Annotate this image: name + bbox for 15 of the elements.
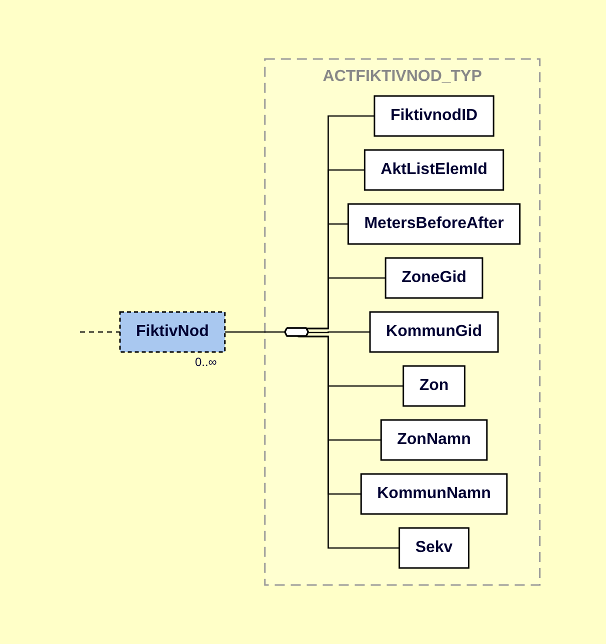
node-box: KommunNamn — [360, 473, 508, 515]
node-box: FiktivNod — [119, 311, 226, 353]
node-box: ZonNamn — [380, 419, 488, 461]
node-box: KommunGid — [369, 311, 499, 353]
connector — [308, 331, 371, 334]
connector — [298, 336, 400, 549]
node-box: FiktivnodID — [374, 95, 494, 137]
node-box: Sekv — [398, 527, 470, 569]
connector — [224, 331, 286, 334]
node-box: AktListElemId — [364, 149, 504, 191]
connector — [80, 331, 121, 333]
node-box: MetersBeforeAfter — [348, 203, 521, 245]
node-box: Zon — [402, 365, 466, 407]
node-box: ZoneGid — [384, 257, 484, 299]
occurrence-label: 0..∞ — [194, 354, 217, 369]
